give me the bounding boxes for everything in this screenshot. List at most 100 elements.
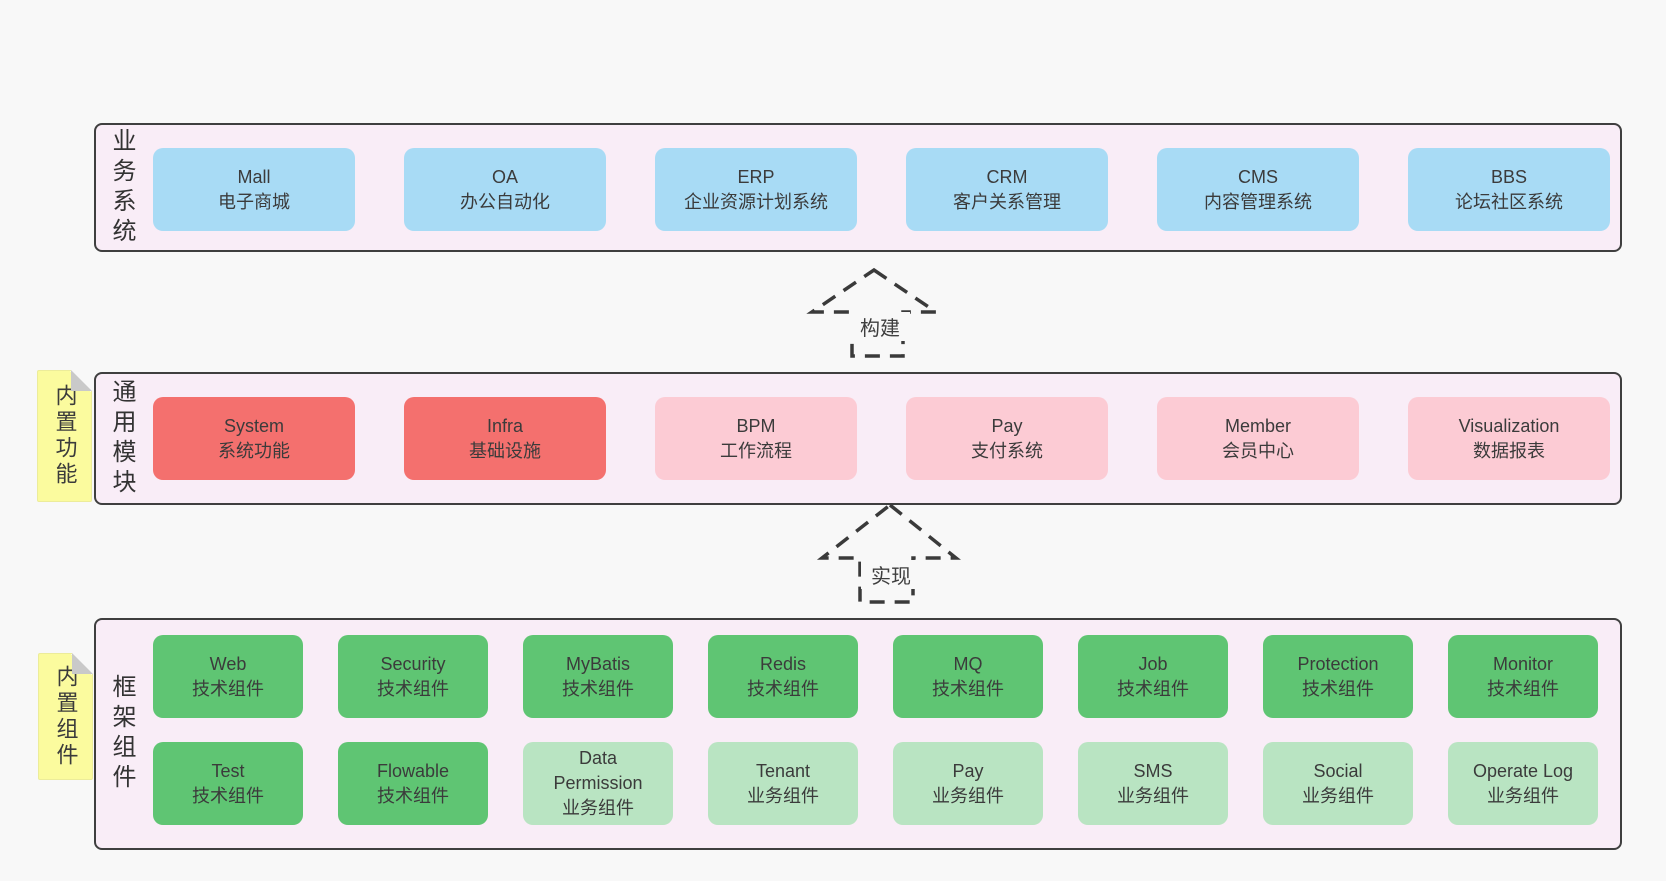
box-member: Member 会员中心	[1157, 397, 1359, 480]
box-erp: ERP 企业资源计划系统	[655, 148, 857, 231]
box-data-permission: Data Permission 业务组件	[523, 742, 673, 825]
box-mybatis: MyBatis 技术组件	[523, 635, 673, 718]
arrow-build-label: 构建	[850, 312, 910, 341]
box-subtitle: 工作流程	[720, 440, 792, 461]
box-subtitle: 业务组件	[932, 785, 1004, 806]
layer-label-modules: 通用模块	[108, 378, 135, 499]
box-mq: MQ 技术组件	[893, 635, 1043, 718]
box-subtitle: 内容管理系统	[1204, 191, 1312, 212]
box-mall: Mall 电子商城	[153, 148, 355, 231]
box-redis: Redis 技术组件	[708, 635, 858, 718]
box-subtitle: 技术组件	[192, 678, 264, 699]
box-crm: CRM 客户关系管理	[906, 148, 1108, 231]
box-title: Data Permission	[553, 748, 643, 793]
box-subtitle: 技术组件	[192, 785, 264, 806]
box-title: MQ	[953, 653, 983, 674]
box-pay-component: Pay 业务组件	[893, 742, 1043, 825]
box-title: CMS	[1238, 166, 1278, 187]
box-title: System	[223, 415, 284, 436]
box-flowable: Flowable 技术组件	[338, 742, 488, 825]
box-title: Operate Log	[1472, 760, 1574, 781]
box-subtitle: 业务组件	[1302, 785, 1374, 806]
box-title: Social	[1313, 760, 1363, 781]
sticky-note-text: 内置功能	[52, 384, 78, 488]
box-pay-module: Pay 支付系统	[906, 397, 1108, 480]
box-tenant: Tenant 业务组件	[708, 742, 858, 825]
sticky-note-text: 内置组件	[53, 664, 79, 769]
box-title: Member	[1224, 415, 1291, 436]
arrow-implement	[816, 502, 961, 604]
box-title: Test	[211, 760, 245, 781]
box-subtitle: 业务组件	[562, 798, 634, 818]
arrow-build	[806, 267, 942, 358]
box-subtitle: 技术组件	[377, 678, 449, 699]
layer-business-systems: 业务系统 Mall 电子商城 OA 办公自动化 ERP 企业资源计划系统 CRM…	[94, 123, 1622, 252]
box-operate-log: Operate Log 业务组件	[1448, 742, 1598, 825]
arrow-implement-label: 实现	[861, 560, 921, 589]
box-web: Web 技术组件	[153, 635, 303, 718]
box-cms: CMS 内容管理系统	[1157, 148, 1359, 231]
box-title: Pay	[991, 415, 1023, 436]
business-box-row: Mall 电子商城 OA 办公自动化 ERP 企业资源计划系统 CRM 客户关系…	[153, 148, 1610, 231]
box-subtitle: 办公自动化	[460, 191, 550, 212]
box-title: Security	[380, 653, 446, 674]
box-title: Monitor	[1492, 653, 1554, 674]
box-subtitle: 数据报表	[1473, 440, 1545, 461]
box-subtitle: 技术组件	[747, 678, 819, 699]
box-bpm: BPM 工作流程	[655, 397, 857, 480]
box-subtitle: 系统功能	[218, 440, 290, 461]
box-title: CRM	[986, 166, 1028, 187]
box-social: Social 业务组件	[1263, 742, 1413, 825]
sticky-note-builtin-components: 内置组件	[38, 653, 93, 780]
box-title: Infra	[486, 415, 524, 436]
box-subtitle: 技术组件	[1487, 678, 1559, 699]
layer-common-modules: 通用模块 System 系统功能 Infra 基础设施 BPM 工作流程 Pay…	[94, 372, 1622, 505]
box-subtitle: 技术组件	[932, 678, 1004, 699]
box-subtitle: 企业资源计划系统	[684, 191, 828, 212]
box-subtitle: 技术组件	[377, 785, 449, 806]
box-subtitle: 业务组件	[747, 785, 819, 806]
box-subtitle: 论坛社区系统	[1455, 191, 1563, 212]
components-box-row-2: Test 技术组件 Flowable 技术组件 Data Permission …	[153, 742, 1598, 825]
box-oa: OA 办公自动化	[404, 148, 606, 231]
box-title: Flowable	[376, 760, 450, 781]
box-title: MyBatis	[565, 653, 630, 674]
box-title: ERP	[737, 166, 775, 187]
box-infra: Infra 基础设施	[404, 397, 606, 480]
box-subtitle: 支付系统	[971, 440, 1043, 461]
box-title: SMS	[1133, 760, 1173, 781]
box-title: Protection	[1297, 653, 1379, 674]
box-title: BBS	[1490, 166, 1528, 187]
box-visualization: Visualization 数据报表	[1408, 397, 1610, 480]
box-sms: SMS 业务组件	[1078, 742, 1228, 825]
box-title: Redis	[759, 653, 807, 674]
box-title: BPM	[736, 415, 776, 436]
box-test: Test 技术组件	[153, 742, 303, 825]
box-title: Job	[1138, 653, 1168, 674]
sticky-note-builtin-features: 内置功能	[37, 370, 92, 502]
box-title: Web	[209, 653, 247, 674]
box-bbs: BBS 论坛社区系统	[1408, 148, 1610, 231]
box-subtitle: 电子商城	[218, 191, 290, 212]
box-job: Job 技术组件	[1078, 635, 1228, 718]
box-subtitle: 技术组件	[562, 678, 634, 699]
box-monitor: Monitor 技术组件	[1448, 635, 1598, 718]
layer-framework-components: 框架组件 Web 技术组件 Security 技术组件 MyBatis 技术组件…	[94, 618, 1622, 850]
box-title: Mall	[237, 166, 271, 187]
box-subtitle: 客户关系管理	[953, 191, 1061, 212]
modules-box-row: System 系统功能 Infra 基础设施 BPM 工作流程 Pay 支付系统…	[153, 397, 1610, 480]
box-subtitle: 会员中心	[1222, 440, 1294, 461]
box-subtitle: 基础设施	[469, 440, 541, 461]
box-system: System 系统功能	[153, 397, 355, 480]
components-box-row-1: Web 技术组件 Security 技术组件 MyBatis 技术组件 Redi…	[153, 635, 1598, 718]
box-subtitle: 业务组件	[1117, 785, 1189, 806]
box-protection: Protection 技术组件	[1263, 635, 1413, 718]
layer-label-components: 框架组件	[108, 674, 135, 794]
box-subtitle: 业务组件	[1487, 785, 1559, 806]
box-subtitle: 技术组件	[1117, 678, 1189, 699]
box-title: Pay	[952, 760, 984, 781]
box-title: Visualization	[1458, 415, 1560, 436]
layer-label-business: 业务系统	[108, 127, 135, 248]
box-title: OA	[491, 166, 518, 187]
box-security: Security 技术组件	[338, 635, 488, 718]
